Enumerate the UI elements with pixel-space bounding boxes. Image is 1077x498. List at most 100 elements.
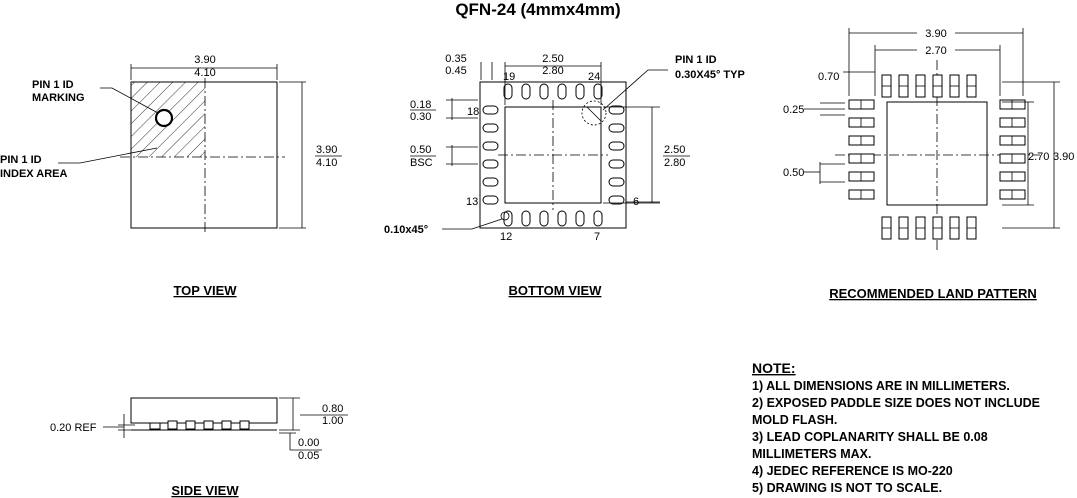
sv-h-max: 1.00 xyxy=(322,415,343,427)
bottom-lead-left xyxy=(482,141,499,151)
side-lead xyxy=(149,422,161,430)
land-pad-right xyxy=(999,153,1026,164)
bottom-lead-bottom xyxy=(521,210,531,227)
lp-pad-w: 0.25 xyxy=(783,104,804,116)
land-pad-left xyxy=(848,153,875,164)
bottom-view: 0.35 0.45 2.50 2.80 0.18 0.30 0.50 BSC 2… xyxy=(384,53,745,298)
pin-number-24: 24 xyxy=(588,71,600,83)
top-view: 3.90 4.10 3.90 4.10 PIN 1 ID MARKING PIN… xyxy=(0,54,342,298)
bv-lead-length-max: 0.45 xyxy=(445,65,466,77)
bottom-lead-right xyxy=(608,123,625,133)
top-view-body xyxy=(130,81,278,229)
bv-pad-side-max: 2.80 xyxy=(664,157,685,169)
bv-pad-side-min: 2.50 xyxy=(664,144,685,156)
notes-block: NOTE: 1) ALL DIMENSIONS ARE IN MILLIMETE… xyxy=(752,360,1040,495)
bottom-lead-right xyxy=(608,195,625,205)
side-lead xyxy=(203,420,214,430)
land-pad-right xyxy=(999,135,1026,146)
land-pad-right xyxy=(999,117,1026,128)
chamfer-callout-circle xyxy=(500,211,510,221)
bottom-lead-left xyxy=(482,159,499,169)
land-pad-left xyxy=(848,99,875,110)
note-line-3: MOLD FLASH. xyxy=(752,413,837,427)
bottom-lead-left xyxy=(482,105,499,115)
bottom-lead-top xyxy=(557,83,567,100)
pin1-chamfer-detail xyxy=(581,100,607,126)
sv-standoff-max: 0.05 xyxy=(298,450,319,462)
bottom-lead-top xyxy=(539,83,549,100)
bv-lead-width-max: 0.30 xyxy=(410,111,431,123)
note-line-4: 3) LEAD COPLANARITY SHALL BE 0.08 xyxy=(752,430,988,444)
bottom-lead-right xyxy=(608,177,625,187)
bottom-view-body xyxy=(479,81,627,229)
side-lead xyxy=(167,420,178,430)
pin-number-13: 13 xyxy=(466,196,478,208)
note-line-5: MILLIMETERS MAX. xyxy=(752,447,871,461)
top-view-label: TOP VIEW xyxy=(173,283,237,298)
lp-inner: 2.70 xyxy=(925,45,946,57)
side-view-body xyxy=(130,397,278,424)
bottom-lead-top xyxy=(593,83,603,100)
pin1-marking-label-1: PIN 1 ID xyxy=(32,79,74,91)
sv-h-min: 0.80 xyxy=(322,403,343,415)
bv-pin1-id: PIN 1 ID xyxy=(675,54,717,66)
bottom-lead-right xyxy=(608,159,625,169)
bottom-view-label: BOTTOM VIEW xyxy=(509,283,603,298)
bottom-lead-top xyxy=(503,83,513,100)
side-lead xyxy=(185,420,196,430)
note-line-1: 1) ALL DIMENSIONS ARE IN MILLIMETERS. xyxy=(752,379,1010,393)
bv-pin1-chamfer: 0.30X45° TYP xyxy=(675,69,745,81)
note-line-2: 2) EXPOSED PADDLE SIZE DOES NOT INCLUDE xyxy=(752,396,1040,410)
side-lead xyxy=(239,420,250,430)
lp-pad-len: 0.70 xyxy=(818,71,839,83)
bv-pitch-note: BSC xyxy=(410,157,433,169)
drawing-title: QFN-24 (4mmx4mm) xyxy=(455,0,620,19)
pin1-index-label-2: INDEX AREA xyxy=(0,168,67,180)
land-pad-left xyxy=(848,171,875,182)
land-pad-right xyxy=(999,171,1026,182)
pin1-index-label-1: PIN 1 ID xyxy=(0,154,42,166)
top-height-min: 3.90 xyxy=(316,144,337,156)
land-pad-left xyxy=(848,189,875,200)
side-lead xyxy=(221,420,232,430)
pin1-marking-label-2: MARKING xyxy=(32,92,85,104)
bottom-lead-bottom xyxy=(593,210,603,227)
land-pad-left xyxy=(848,135,875,146)
bottom-lead-right xyxy=(608,105,625,115)
lp-outer: 3.90 xyxy=(925,28,946,40)
bottom-lead-left xyxy=(482,123,499,133)
top-height-max: 4.10 xyxy=(316,157,337,169)
lp-side-outer: 3.90 xyxy=(1053,151,1074,163)
bv-lead-width-min: 0.18 xyxy=(410,99,431,111)
pin-number-7: 7 xyxy=(594,231,600,243)
side-view-label: SIDE VIEW xyxy=(171,483,239,498)
land-pattern: 3.90 2.70 0.70 0.25 0.50 2.70 3.90 RECOM… xyxy=(783,27,1074,301)
pin1-marking-dot xyxy=(154,108,174,128)
land-pattern-label: RECOMMENDED LAND PATTERN xyxy=(829,286,1037,301)
bv-pitch: 0.50 xyxy=(410,144,431,156)
note-line-7: 5) DRAWING IS NOT TO SCALE. xyxy=(752,481,942,495)
note-line-6: 4) JEDEC REFERENCE IS MO-220 xyxy=(752,464,953,478)
top-width-max: 4.10 xyxy=(194,67,215,79)
bottom-lead-left xyxy=(482,177,499,187)
side-view: 0.20 REF 0.80 1.00 0.00 0.05 SIDE VIEW xyxy=(50,397,348,498)
bottom-lead-bottom xyxy=(539,210,549,227)
land-pad-right xyxy=(999,99,1026,110)
lp-side-inner: 2.70 xyxy=(1028,151,1049,163)
sv-standoff-min: 0.00 xyxy=(298,437,319,449)
pin-number-12: 12 xyxy=(500,231,512,243)
sv-ref: 0.20 REF xyxy=(50,422,97,434)
bottom-lead-bottom xyxy=(557,210,567,227)
bottom-lead-bottom xyxy=(575,210,585,227)
bv-pad-min: 2.50 xyxy=(542,53,563,65)
notes-heading: NOTE: xyxy=(752,360,796,376)
bv-pad-max: 2.80 xyxy=(542,65,563,77)
top-width-min: 3.90 xyxy=(194,54,215,66)
pin-number-19: 19 xyxy=(503,71,515,83)
bottom-lead-left xyxy=(482,195,499,205)
bv-lead-length-min: 0.35 xyxy=(445,53,466,65)
bottom-lead-top xyxy=(521,83,531,100)
bottom-lead-right xyxy=(608,141,625,151)
bottom-lead-top xyxy=(575,83,585,100)
